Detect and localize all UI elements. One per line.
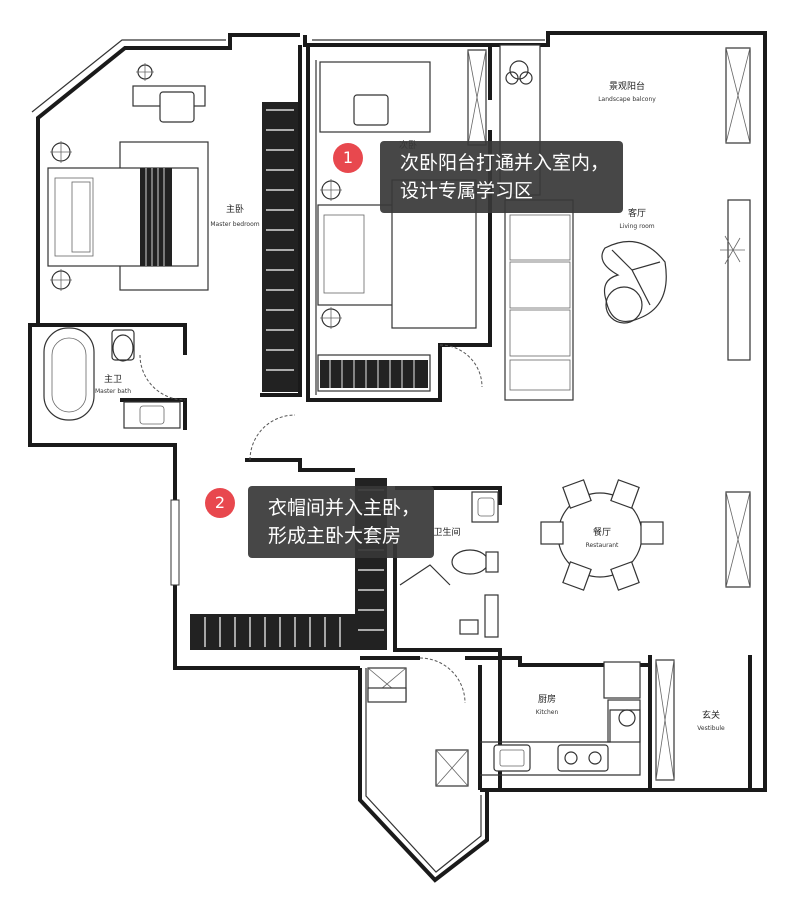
dining-furniture	[540, 479, 751, 591]
room-label-bathroom: 卫生间	[433, 526, 460, 538]
room-label-living-room: 客厅	[628, 207, 646, 219]
room-label-master-bedroom-en: Master bedroom	[210, 221, 259, 228]
room-label-kitchen-en: Kitchen	[536, 709, 559, 716]
room-label-master-bedroom: 主卧	[226, 203, 244, 215]
room-label-landscape-balcony: 景观阳台	[609, 80, 645, 92]
room-label-restaurant-en: Restaurant	[586, 542, 619, 549]
annotation-2-badge: 2	[205, 488, 235, 518]
room-label-vestibule: 玄关	[702, 709, 720, 721]
master-bedroom-furniture	[47, 63, 298, 392]
annotation-1-line-1: 次卧阳台打通并入室内，	[400, 152, 610, 174]
annotation-1-callout: 次卧阳台打通并入室内， 设计专属学习区	[380, 141, 624, 213]
walls	[28, 31, 767, 883]
doors	[139, 344, 483, 704]
living-furniture	[499, 44, 751, 401]
annotation-2-line-2: 形成主卧大套房	[268, 525, 402, 547]
room-label-kitchen: 厨房	[538, 693, 556, 705]
master-bath-fixtures	[43, 327, 181, 429]
room-label-restaurant: 餐厅	[593, 526, 611, 538]
annotation-2-callout: 衣帽间并入主卧， 形成主卧大套房	[248, 486, 435, 558]
room-label-living-room-en: Living room	[619, 223, 654, 230]
secondary-bedroom-furniture	[317, 49, 487, 392]
annotation-2-line-1: 衣帽间并入主卧，	[268, 497, 421, 519]
room-labels: 主卧 Master bedroom 次卧 景观阳台 Landscape balc…	[95, 80, 725, 732]
kitchen-fixtures	[367, 659, 675, 787]
annotation-1-line-2: 设计专属学习区	[400, 180, 534, 202]
room-label-vestibule-en: Vestibule	[697, 725, 725, 732]
room-label-master-bath: 主卫	[104, 373, 122, 385]
room-label-master-bath-en: Master bath	[95, 388, 131, 395]
room-label-landscape-balcony-en: Landscape balcony	[598, 96, 656, 103]
annotation-1-badge: 1	[333, 143, 363, 173]
interior-walls	[38, 45, 752, 790]
